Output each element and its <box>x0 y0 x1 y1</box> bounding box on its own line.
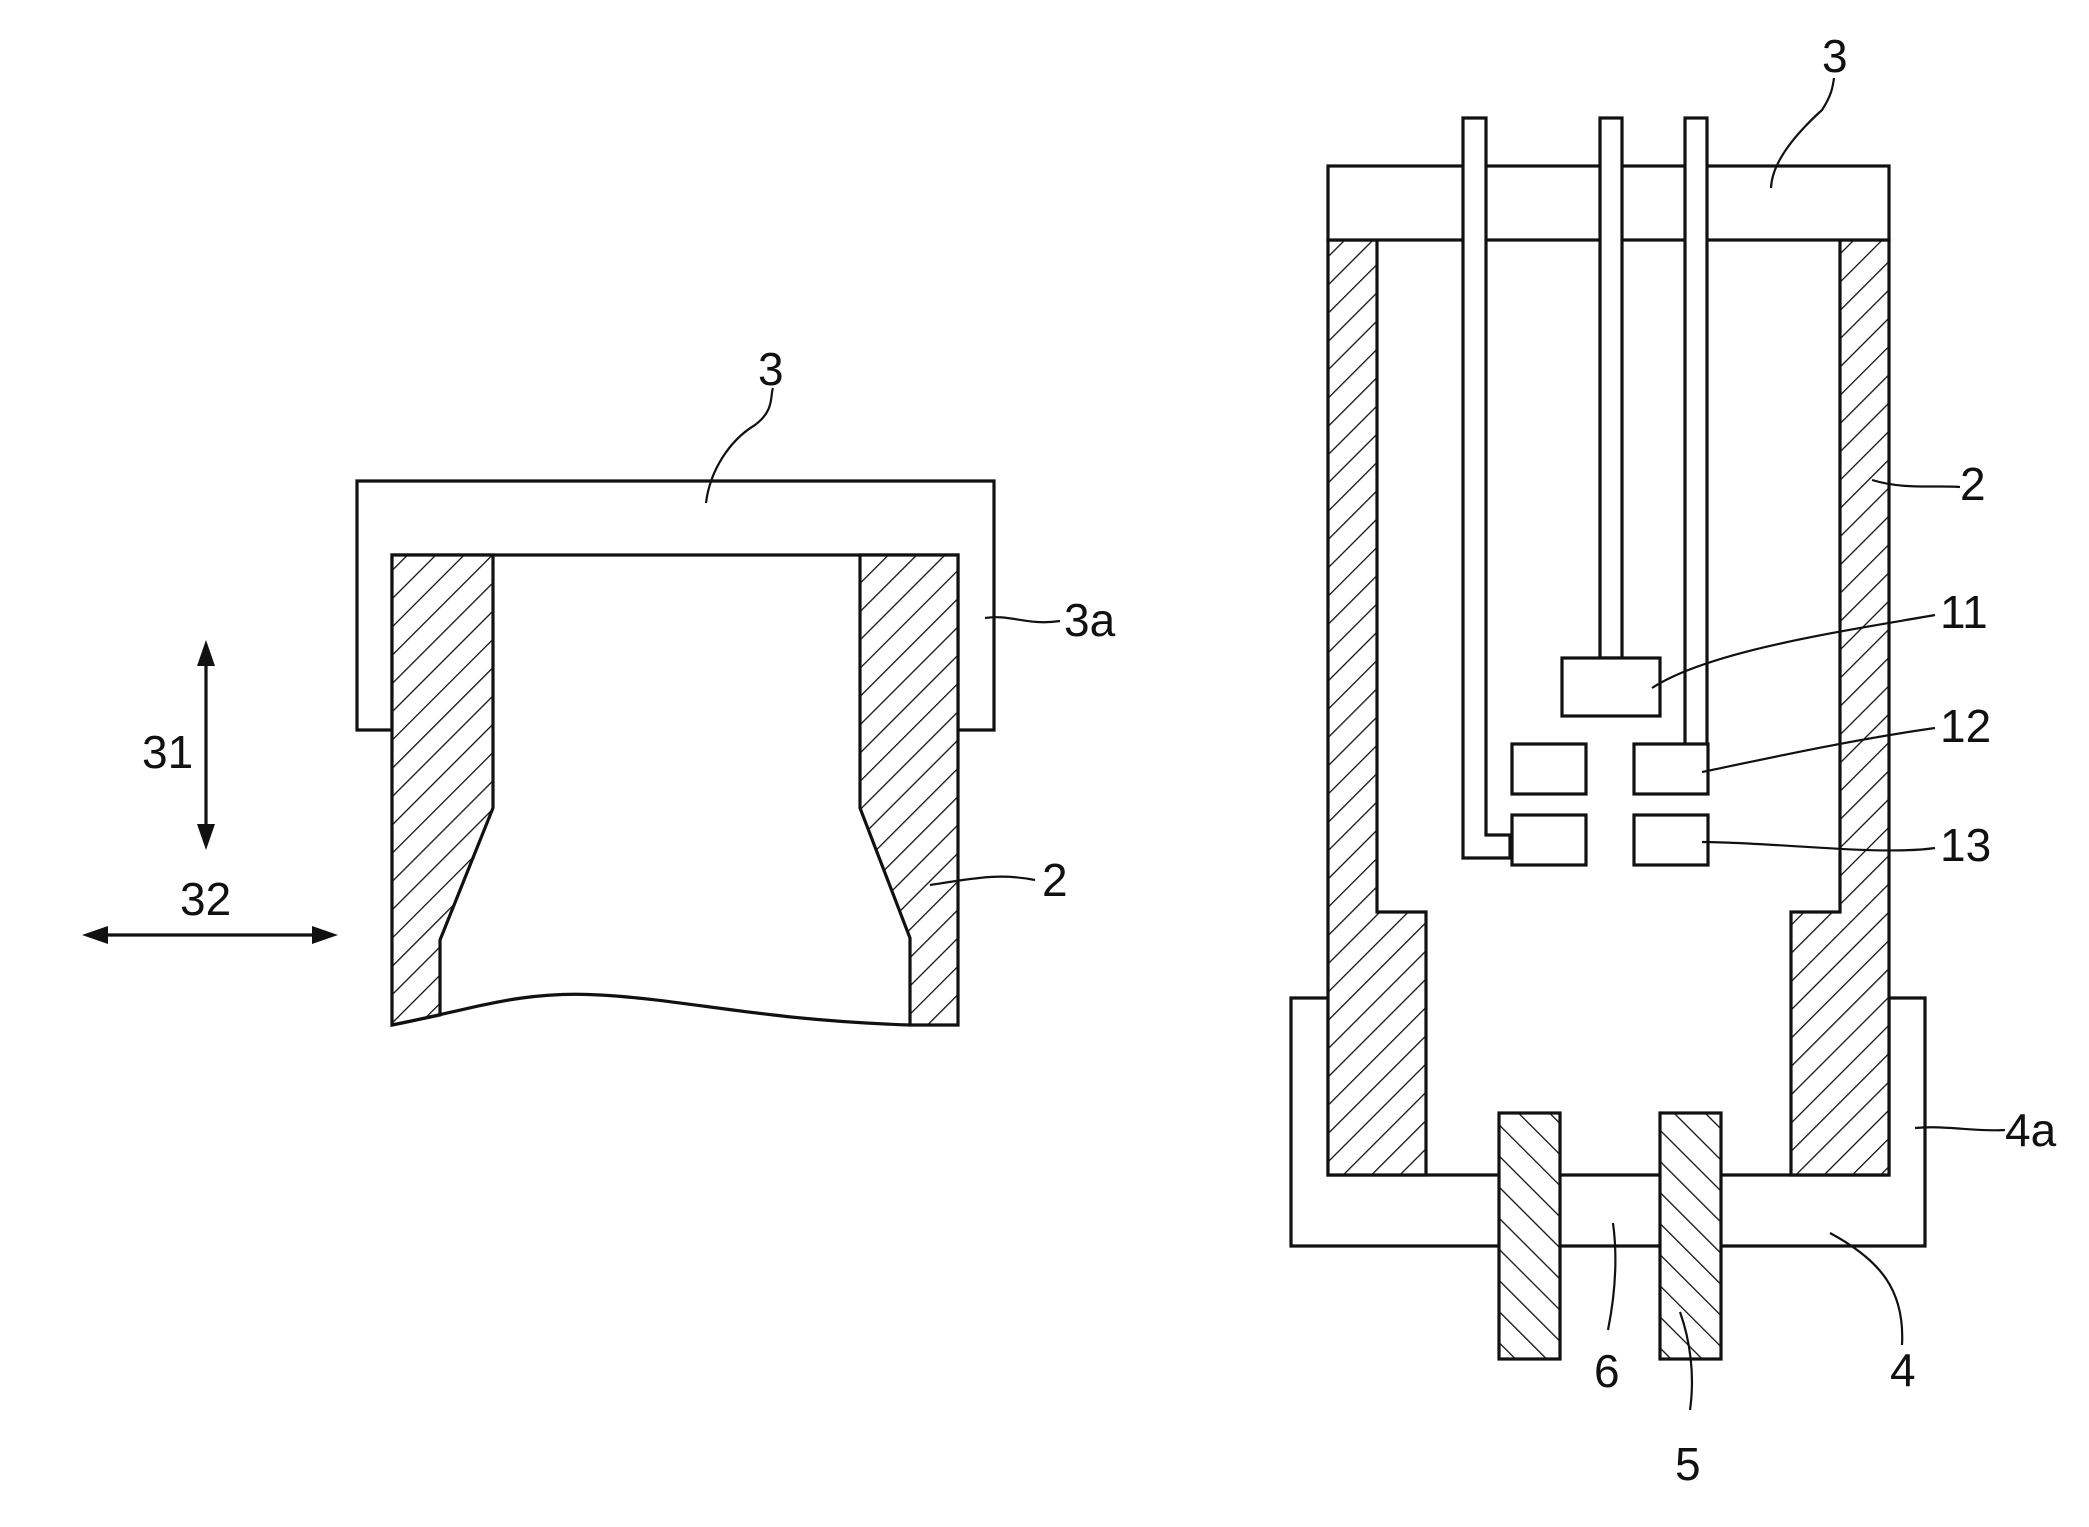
part-13-left <box>1512 815 1586 865</box>
label-part-12: 12 <box>1940 700 1991 752</box>
part-11 <box>1562 658 1660 716</box>
lead-center <box>1600 118 1622 658</box>
right-figure <box>1291 78 2005 1410</box>
part-13-right <box>1634 815 1708 865</box>
label-bottom-opening: 6 <box>1594 1345 1620 1397</box>
left-body-wall-left <box>392 555 493 1025</box>
axis-arrow-31 <box>197 640 215 850</box>
left-break-line <box>392 994 910 1025</box>
label-axis-32: 32 <box>180 873 231 925</box>
label-part-11: 11 <box>1940 586 1988 638</box>
label-base: 4 <box>1890 1344 1916 1396</box>
leader-left-skirt <box>985 617 1060 622</box>
label-left-body: 2 <box>1042 854 1068 906</box>
lead-right <box>1685 118 1707 746</box>
label-left-lid-skirt: 3a <box>1064 594 1116 646</box>
part-12-left <box>1512 744 1586 794</box>
label-right-lid: 3 <box>1822 30 1848 82</box>
left-body-wall-right <box>860 555 958 1025</box>
right-body-wall-left <box>1328 240 1426 1175</box>
label-part-13: 13 <box>1940 819 1991 871</box>
label-left-lid: 3 <box>758 343 784 395</box>
axis-arrow-32 <box>82 926 338 944</box>
leader-base-skirt <box>1915 1127 2005 1130</box>
label-bottom-block: 5 <box>1675 1438 1701 1490</box>
leader-base <box>1830 1233 1902 1345</box>
leader-part-12 <box>1702 728 1935 772</box>
label-right-body: 2 <box>1960 458 1986 510</box>
label-axis-31: 31 <box>142 726 193 778</box>
left-figure <box>82 388 1060 1025</box>
label-base-skirt: 4a <box>2005 1104 2057 1156</box>
leader-part-13 <box>1702 842 1935 850</box>
bottom-block-right <box>1660 1113 1721 1359</box>
right-body-wall-right <box>1791 240 1889 1175</box>
part-12-right <box>1634 744 1708 794</box>
bottom-block-left <box>1499 1113 1560 1359</box>
